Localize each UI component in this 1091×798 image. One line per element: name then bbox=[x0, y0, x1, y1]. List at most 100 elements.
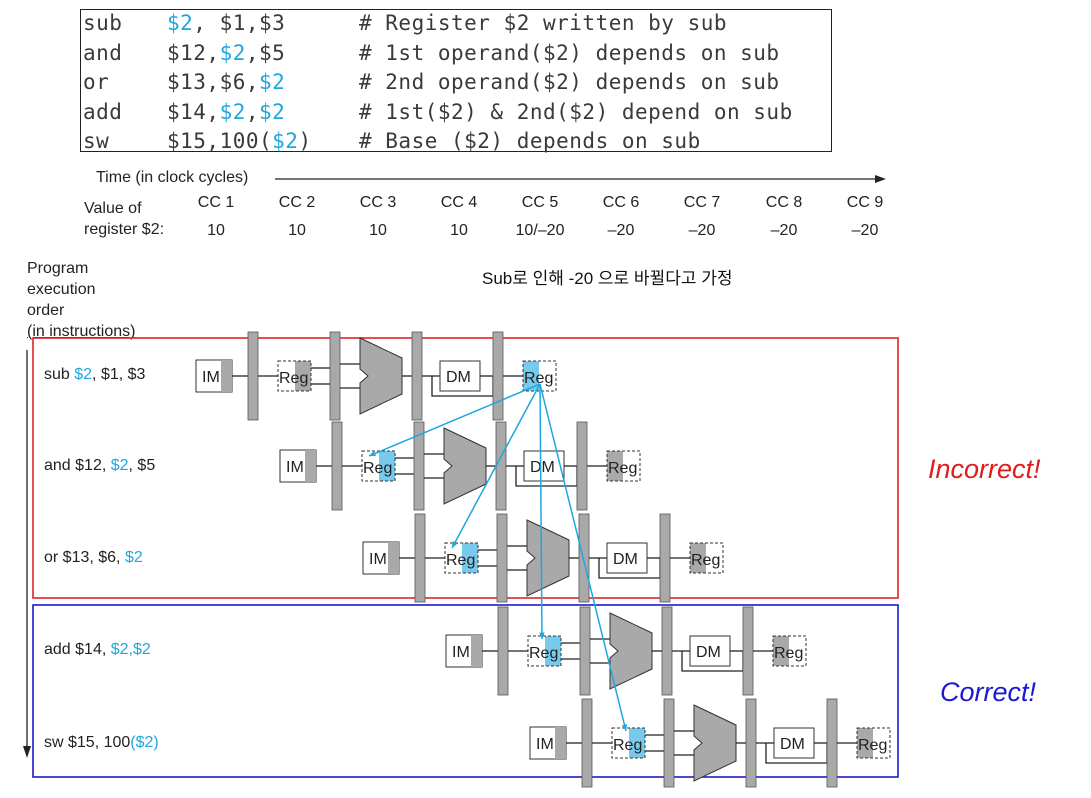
im-label: IM bbox=[286, 459, 304, 476]
reg-write-label: Reg bbox=[608, 460, 637, 477]
reg-write-shade bbox=[773, 636, 789, 666]
reg-write-box bbox=[522, 360, 557, 392]
code-operands: $12,$2,$5 bbox=[167, 41, 285, 65]
register-2-ref: ($2) bbox=[130, 734, 159, 751]
clock-cycle-label: CC 3 bbox=[359, 194, 397, 211]
im-box-shade bbox=[388, 542, 399, 574]
register-value: 10 bbox=[207, 222, 225, 239]
code-operands: $13,$6,$2 bbox=[167, 70, 285, 94]
dm-label: DM bbox=[446, 369, 471, 386]
register-2-ref: $2,$2 bbox=[110, 641, 151, 658]
code-comment: # Register $2 written by sub bbox=[359, 11, 728, 35]
incorrect-group-box bbox=[32, 337, 899, 599]
reg-read-label: Reg bbox=[279, 370, 308, 387]
pipeline-register bbox=[492, 331, 504, 421]
pipeline-register bbox=[496, 513, 508, 603]
pipeline-register bbox=[663, 698, 675, 788]
clock-cycle-label: CC 7 bbox=[683, 194, 721, 211]
reg-read-label: Reg bbox=[613, 737, 642, 754]
pipeline-register bbox=[661, 606, 673, 696]
im-label: IM bbox=[452, 644, 470, 661]
pipeline-register bbox=[413, 421, 425, 511]
dependency-arrowhead bbox=[621, 724, 628, 731]
dependency-arrowhead bbox=[452, 541, 458, 548]
code-opcode: sub bbox=[83, 11, 123, 35]
dm-label: DM bbox=[530, 459, 555, 476]
reg-write-shade bbox=[607, 451, 623, 481]
instruction-text: or $13, $6, bbox=[44, 549, 125, 566]
code-operands: $2, $1,$3 bbox=[167, 11, 285, 35]
instruction-text: sub bbox=[44, 366, 75, 383]
timeline-arrowhead bbox=[875, 175, 886, 183]
operand-text: $15,100( bbox=[167, 129, 273, 153]
reg-read-shade bbox=[295, 361, 311, 391]
pipeline-register bbox=[414, 513, 426, 603]
code-opcode: and bbox=[83, 40, 123, 65]
reg-read-shade bbox=[379, 451, 395, 481]
alu-shape bbox=[609, 612, 653, 690]
im-label: IM bbox=[202, 369, 220, 386]
register-value: –20 bbox=[607, 222, 635, 239]
clock-cycle-label: CC 9 bbox=[846, 194, 884, 211]
pipeline-register bbox=[576, 421, 588, 511]
pipeline-register bbox=[745, 698, 757, 788]
code-comment: # 1st operand($2) depends on sub bbox=[359, 40, 780, 65]
reg-read-shade bbox=[462, 543, 478, 573]
code-opcode: sw bbox=[83, 129, 110, 153]
reg-write-label: Reg bbox=[774, 645, 803, 662]
operand-text: ,$5 bbox=[245, 40, 286, 65]
reg-write-label: Reg bbox=[524, 370, 553, 387]
clock-cycle-label: CC 8 bbox=[765, 194, 803, 211]
reg-write-label: Reg bbox=[691, 552, 720, 569]
operand-text: , bbox=[245, 99, 260, 124]
register-value: –20 bbox=[688, 222, 716, 239]
im-label: IM bbox=[536, 736, 554, 753]
operand-text: $13,$6, bbox=[167, 70, 260, 94]
timeline-label: Time (in clock cycles) bbox=[96, 169, 249, 186]
instruction-label: sub $2, $1, $3 bbox=[44, 366, 145, 384]
reg-read-shade bbox=[629, 728, 645, 758]
register-2-ref: $2 bbox=[259, 99, 286, 124]
im-box-shade bbox=[471, 635, 482, 667]
value-label-line1: Value of bbox=[84, 200, 142, 217]
reg-read-box bbox=[361, 450, 396, 482]
im-box-shade bbox=[555, 727, 566, 759]
reg-read-shade bbox=[545, 636, 561, 666]
reg-read-box bbox=[611, 727, 646, 759]
order-label-line: Program bbox=[27, 260, 89, 277]
dm-label: DM bbox=[613, 551, 638, 568]
reg-read-label: Reg bbox=[363, 460, 392, 477]
code-comment: # 2nd operand($2) depends on sub bbox=[359, 70, 780, 94]
alu-shape bbox=[526, 519, 570, 597]
pipeline-register bbox=[578, 513, 590, 603]
reg-write-label: Reg bbox=[858, 737, 887, 754]
clock-cycle-label: CC 2 bbox=[278, 194, 316, 211]
pipeline-register bbox=[581, 698, 593, 788]
im-box-shade bbox=[305, 450, 316, 482]
alu-shape bbox=[443, 427, 487, 505]
reg-write-shade bbox=[523, 361, 539, 391]
correct-group-box bbox=[32, 604, 899, 778]
dependency-arrowhead bbox=[539, 632, 545, 639]
register-value: –20 bbox=[770, 222, 798, 239]
instruction-text: and $12, bbox=[44, 457, 111, 474]
im-label: IM bbox=[369, 551, 387, 568]
register-2-ref: $2 bbox=[272, 129, 299, 153]
register-2-ref: $2 bbox=[110, 457, 129, 474]
reg-read-box bbox=[527, 635, 562, 667]
register-2-ref: $2 bbox=[259, 70, 286, 94]
reg-write-box bbox=[689, 542, 724, 574]
pipeline-register bbox=[329, 331, 341, 421]
order-label-line: execution bbox=[27, 281, 96, 298]
reg-write-shade bbox=[690, 543, 706, 573]
instruction-text: , $5 bbox=[128, 457, 156, 474]
register-value: 10/–20 bbox=[515, 222, 565, 239]
alu-shape bbox=[693, 704, 737, 782]
dependency-line bbox=[539, 383, 627, 732]
register-value: –20 bbox=[851, 222, 879, 239]
value-label-line2: register $2: bbox=[84, 221, 165, 238]
dependency-arrowhead bbox=[369, 450, 376, 457]
code-listing: sub $2, $1,$3 # Register $2 written by sub… bbox=[80, 9, 832, 153]
dm-label: DM bbox=[780, 736, 805, 753]
